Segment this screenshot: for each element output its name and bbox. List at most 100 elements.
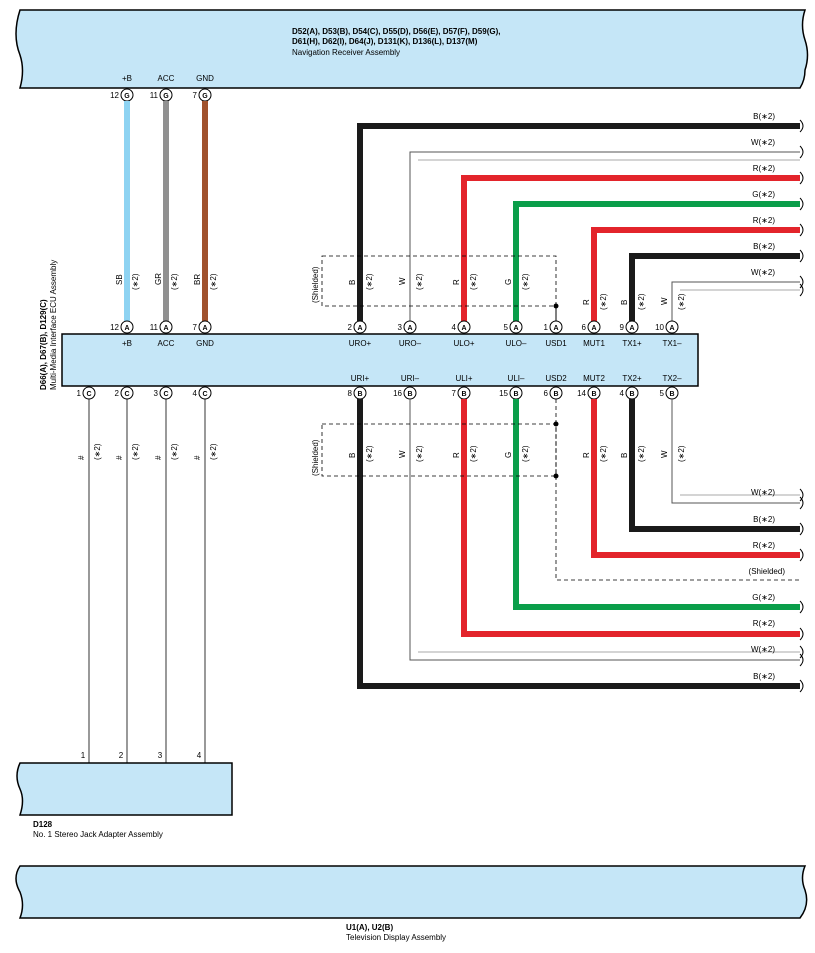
wire-uli-minus-green: [513, 399, 800, 610]
connector-circle-icon: [403, 320, 417, 334]
wire-end-label: B(∗2): [753, 112, 775, 121]
jack-pin-number: 2: [119, 751, 124, 760]
connector-circle-icon: [159, 320, 173, 334]
ecu-pin-connector: C: [124, 391, 129, 398]
wire-end-label: W(∗2): [751, 138, 775, 147]
wire-note: (∗2): [637, 445, 646, 462]
wire-code: W: [398, 277, 407, 285]
wire-end-label: R(∗2): [753, 619, 776, 628]
wire-note: (∗2): [131, 443, 140, 460]
wire-note: (∗2): [93, 443, 102, 460]
ecu-pin-connector: B: [669, 391, 674, 398]
navigation-receiver-assembly: D52(A), D53(B), D54(C), D55(D), D56(E), …: [15, 9, 809, 89]
nav-receiver-name: Navigation Receiver Assembly: [292, 48, 400, 57]
wire-mut1-red: [591, 227, 800, 321]
ecu-name: Multi-Media Interface ECU Assembly: [49, 260, 58, 390]
connector-circle-icon: [625, 320, 639, 334]
upper-signal-wires: [321, 123, 800, 321]
shield-junction-dot: [553, 473, 559, 479]
ecu-pin-number: 7: [452, 389, 457, 398]
nav-pin-connector: G: [163, 93, 169, 100]
wire-code: R: [582, 299, 591, 305]
ecu-pin-number: 14: [577, 389, 586, 398]
ecu-pin-number: 4: [193, 389, 198, 398]
ecu-pin-number: 8: [348, 389, 353, 398]
nav-pin-label: GND: [196, 74, 214, 83]
wire-code: #: [77, 455, 86, 460]
wire-uri-plus-black: [357, 399, 800, 689]
connector-circle-icon: [549, 320, 563, 334]
nav-pin-label: +B: [122, 74, 132, 83]
wire-end-label: B(∗2): [753, 672, 775, 681]
upper-wire-codes: SB (∗2) GR (∗2) BR (∗2) B (∗2) W (∗2) R …: [115, 266, 686, 310]
ecu-pin-label: USD1: [545, 339, 567, 348]
ecu-pin-connector: A: [553, 325, 558, 332]
wire-code: W: [660, 297, 669, 305]
ecu-pin-number: 2: [348, 323, 353, 332]
wire-code: B: [620, 300, 629, 305]
ecu-pin-label: ULI+: [455, 374, 472, 383]
ecu-pin-number: 5: [660, 389, 665, 398]
jack-pin-number: 1: [81, 751, 86, 760]
wire-code: #: [154, 455, 163, 460]
ecu-pin-number: 6: [582, 323, 587, 332]
wire-end-label: R(∗2): [753, 216, 776, 225]
ecu-pin-connector: C: [202, 391, 207, 398]
wire-uli-plus-red: [461, 399, 800, 637]
connector-circle-icon: [509, 320, 523, 334]
ecu-pin-number: 12: [110, 323, 119, 332]
ecu-pin-label: ULI–: [508, 374, 525, 383]
nav-pin-connector: G: [202, 93, 208, 100]
wire-end-label: G(∗2): [752, 190, 775, 199]
wire-note: (∗2): [469, 445, 478, 462]
ecu-pin-label: GND: [196, 339, 214, 348]
connector-circle-icon: [120, 320, 134, 334]
ecu-pin-connector: B: [591, 391, 596, 398]
ecu-pin-connector: A: [513, 325, 518, 332]
ecu-pin-label: TX1–: [662, 339, 682, 348]
ecu-pin-number: 10: [655, 323, 664, 332]
jack-adapter-name: No. 1 Stereo Jack Adapter Assembly: [33, 830, 163, 839]
wire-end-label: G(∗2): [752, 593, 775, 602]
wire-mut2-red: [591, 399, 800, 558]
ecu-pin-label: URO–: [399, 339, 422, 348]
ecu-pin-label: +B: [122, 339, 132, 348]
wire-note: (∗2): [170, 443, 179, 460]
nav-pin-number: 12: [110, 91, 119, 100]
wire-note: (∗2): [415, 445, 424, 462]
stereo-jack-adapter-assembly: 1 2 3 4 D128 No. 1 Stereo Jack Adapter A…: [16, 751, 233, 839]
wire-code: B: [348, 453, 357, 458]
wire-code: R: [582, 452, 591, 458]
wire-break-marks-top: [799, 119, 804, 297]
wire-end-label: (Shielded): [749, 567, 786, 576]
ecu-pin-connector: A: [461, 325, 466, 332]
ecu-pin-number: 16: [393, 389, 402, 398]
tv-display-name: Television Display Assembly: [346, 933, 446, 942]
nav-receiver-codes-line2: D61(H), D62(I), D64(J), D131(K), D136(L)…: [292, 37, 478, 46]
shielded-label: (Shielded): [311, 439, 320, 476]
wire-note: (∗2): [469, 273, 478, 290]
ecu-pin-connector: A: [629, 325, 634, 332]
wire-note: (∗2): [521, 273, 530, 290]
ecu-pin-connector: A: [202, 325, 207, 332]
ecu-pin-connector: A: [124, 325, 129, 332]
wire-code: SB: [115, 274, 124, 285]
wire-note: (∗2): [415, 273, 424, 290]
ecu-pin-number: 4: [620, 389, 625, 398]
wire-note: (∗2): [131, 273, 140, 290]
power-wires: [124, 101, 208, 321]
wire-note: (∗2): [365, 273, 374, 290]
ecu-pin-number: 2: [115, 389, 120, 398]
wire-note: (∗2): [209, 443, 218, 460]
wire-code: G: [504, 452, 513, 458]
ecu-pin-label: MUT2: [583, 374, 605, 383]
ecu-pin-label: ACC: [158, 339, 175, 348]
wire-note: (∗2): [170, 273, 179, 290]
wire-note: (∗2): [209, 273, 218, 290]
usd2-shield-line: [555, 399, 800, 581]
lower-signal-wires: [321, 399, 800, 689]
wire-end-label: W(∗2): [751, 645, 775, 654]
ecu-pin-number: 5: [504, 323, 509, 332]
wire-tx1-plus-black: [629, 253, 800, 321]
